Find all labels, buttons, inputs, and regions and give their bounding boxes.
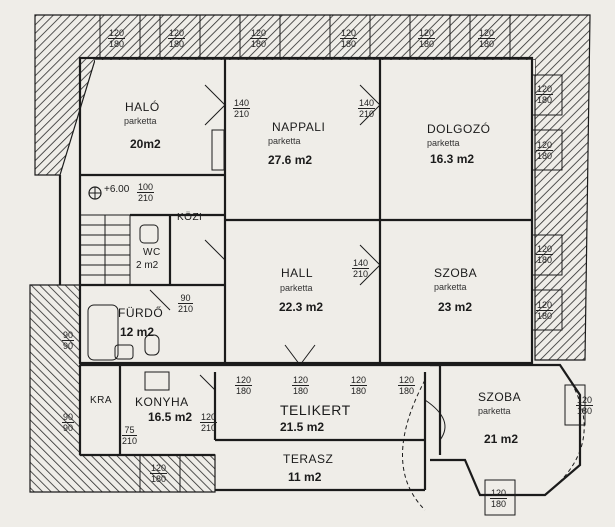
- room-szoba2-floor: parketta: [478, 406, 511, 416]
- room-wc-name: WC: [143, 247, 161, 258]
- room-hall-name: HALL: [281, 266, 314, 280]
- room-hall-area: 22.3 m2: [279, 300, 324, 314]
- roof-eaves: [29, 14, 591, 493]
- room-telikert-area: 21.5 m2: [280, 420, 325, 434]
- room-furdo-name: FÜRDŐ: [118, 306, 164, 320]
- room-szoba2-name: SZOBA: [478, 390, 522, 404]
- bay-outline: [544, 364, 585, 496]
- room-nappali-name: NAPPALI: [272, 120, 326, 134]
- room-furdo-area: 12 m2: [120, 325, 155, 339]
- door-swings: [149, 84, 446, 441]
- room-szoba1-area: 23 m2: [438, 300, 473, 314]
- room-terasz-area: 11 m2: [288, 470, 322, 484]
- room-konyha-name: KONYHA: [135, 395, 189, 409]
- room-terasz-name: TERASZ: [283, 452, 334, 466]
- room-halo-name: HALÓ: [125, 100, 160, 114]
- room-nappali-area: 27.6 m2: [268, 153, 313, 167]
- telikert-outline: [402, 379, 426, 511]
- room-szoba1-floor: parketta: [434, 282, 467, 292]
- room-wc-area: 2 m2: [136, 260, 159, 271]
- room-szoba2-area: 21 m2: [484, 432, 519, 446]
- room-dolgozo-name: DOLGOZÓ: [427, 122, 491, 136]
- window-marks-top: [99, 14, 586, 516]
- room-nappali-floor: parketta: [268, 136, 301, 146]
- room-hall-floor: parketta: [280, 283, 313, 293]
- room-kamra-name: KRA: [90, 395, 113, 406]
- elevation-label: +6.00: [104, 184, 130, 195]
- room-dolgozo-floor: parketta: [427, 138, 460, 148]
- room-halo-area: 20m2: [130, 137, 161, 151]
- room-konyha-area: 16.5 m2: [148, 410, 193, 424]
- bath-fixtures: [87, 129, 225, 391]
- room-szoba1-name: SZOBA: [434, 266, 478, 280]
- room-kozi-name: KÖZI: [177, 212, 203, 223]
- staircase: [79, 214, 131, 286]
- room-telikert-name: TELIKERT: [280, 402, 351, 418]
- room-dolgozo-area: 16.3 m2: [430, 152, 475, 166]
- room-halo-floor: parketta: [124, 116, 157, 126]
